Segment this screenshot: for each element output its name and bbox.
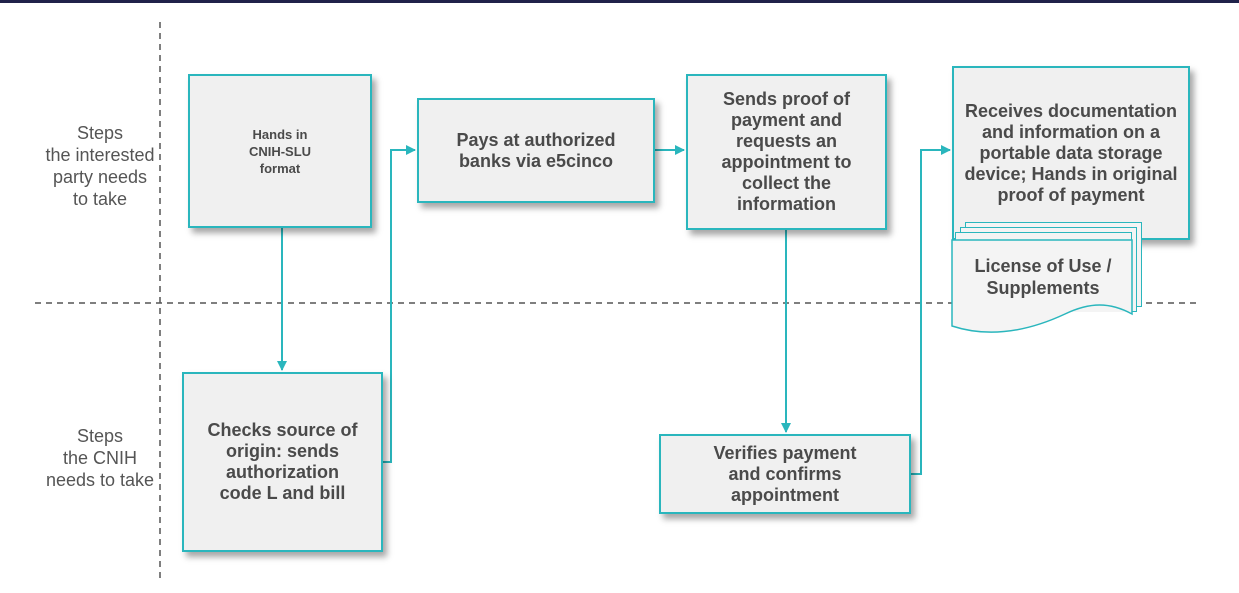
step-sends-proof-label: Sends proof of payment and requests an a… [721,89,852,214]
lane-label-interested-party: Steps the interested party needs to take [45,123,155,209]
document-license-of-use: License of Use / Supplements [950,222,1150,337]
step-receives-documentation: Receives documentation and information o… [952,66,1190,240]
step-hands-in-format-label: Hands in CNIH-SLU format [248,126,312,176]
step-pays-at-banks: Pays at authorized banks via e5cinco [417,98,655,203]
step-hands-in-format: Hands in CNIH-SLU format [188,74,372,228]
step-verifies-payment-label: Verifies payment and confirms appointmen… [713,442,857,505]
document-page-front [951,239,1133,333]
arrow-checks-to-pays [383,145,416,463]
step-sends-proof: Sends proof of payment and requests an a… [686,74,887,230]
lane-label-cnih: Steps the CNIH needs to take [45,426,155,490]
top-bar [0,0,1239,3]
document-label: License of Use / Supplements [974,256,1112,298]
arrow-verifies-to-receives [911,145,951,475]
step-verifies-payment: Verifies payment and confirms appointmen… [659,434,911,514]
step-checks-source-label: Checks source of origin: sends authoriza… [207,420,358,503]
step-pays-at-banks-label: Pays at authorized banks via e5cinco [456,129,616,171]
step-receives-documentation-label: Receives documentation and information o… [964,100,1178,205]
step-checks-source: Checks source of origin: sends authoriza… [182,372,383,552]
